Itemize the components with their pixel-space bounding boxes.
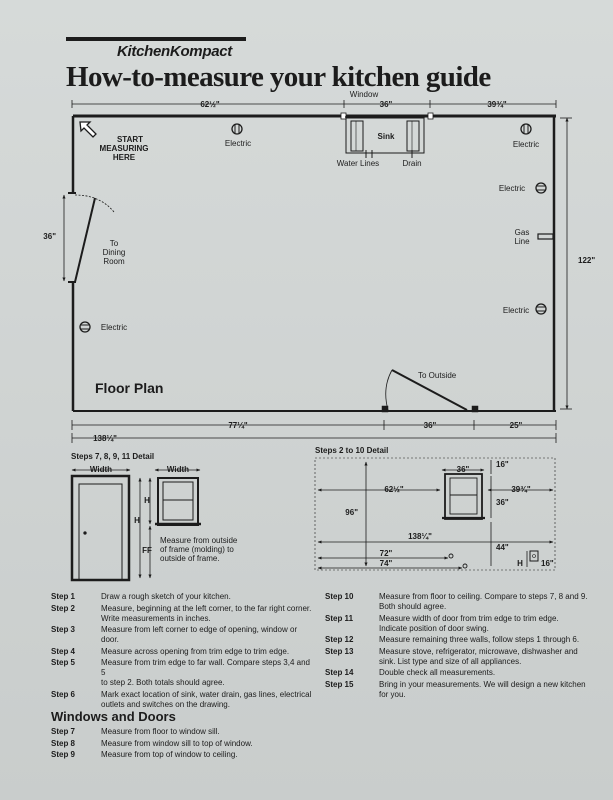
dim-right-side: 122" [578,256,595,265]
start-label-2: MEASURING [100,144,149,153]
door-bottom-swing [391,369,468,411]
start-arrow-icon [79,121,97,138]
dim-16-bottom: 16" [541,559,554,568]
electric-label: Electric [513,140,539,149]
dim-bottom-door: 36" [424,421,437,430]
floor-plan-label: Floor Plan [95,380,163,396]
dim-36: 36" [457,465,470,474]
dim-left-top: 62½" [200,100,220,109]
water-lines-label: Water Lines [337,159,379,168]
to-dining-3: Room [103,257,125,266]
to-dining-1: To [110,239,119,248]
gas-line-label-2: Line [514,237,530,246]
window-detail [155,477,201,526]
water-lines-icon [365,150,373,158]
electric-label: Electric [101,323,127,332]
dim-62: 62½" [384,485,404,494]
to-outside-label: To Outside [418,371,457,380]
dim-96: 96" [345,508,358,517]
dim-bottom-right: 25" [510,421,523,430]
gas-line-icon [537,233,554,240]
electric-label: Electric [503,306,529,315]
electric-outlet-icon [231,123,243,135]
detail-frame [314,457,556,571]
detail-right-title: Steps 2 to 10 Detail [315,446,388,455]
h-label-right: H [517,559,523,568]
dim-39: 39¾" [511,485,531,494]
floor-plan [62,100,572,443]
width-label-2: Width [167,465,189,474]
dim-door-left: 36" [43,232,56,241]
electric-label: Electric [225,139,251,148]
h-label: H [134,516,140,525]
sink-symbol [345,116,425,154]
page-title: How-to-measure your kitchen guide [66,61,491,93]
dim-72: 72" [380,549,393,558]
detail-left-diagram [70,468,201,582]
dim-bottom-left: 77¼" [228,421,248,430]
door-frame [70,474,131,582]
electric-outlet-icon [520,123,532,135]
sink-label: Sink [378,132,395,141]
dim-right-top: 39¾" [487,100,507,109]
detail-right-diagram [314,457,556,571]
detail-note-3: outside of frame. [160,554,220,563]
ff-label: FF [142,546,152,555]
window-detail-small [442,473,485,520]
outlet-marker [462,563,468,569]
electric-outlet-icon [79,321,91,333]
drain-label: Drain [402,159,421,168]
gas-line-label-1: Gas [515,228,530,237]
switch-box [529,550,539,562]
dim-44: 44" [496,543,509,552]
dim-74: 74" [380,559,393,568]
to-dining-2: Dining [103,248,126,257]
door-left-swing [74,197,96,283]
dim-16-top: 16" [496,460,509,469]
h-label: H [144,496,150,505]
dim-total-bottom: 138¼" [93,434,117,443]
electric-label: Electric [499,184,525,193]
window-label: Window [350,90,379,99]
detail-note-1: Measure from outside [160,536,238,545]
start-label-3: HERE [113,153,136,162]
detail-note-2: of frame (molding) to [160,545,234,554]
header-rule [66,37,246,41]
start-label-1: START [117,135,143,144]
detail-left-title: Steps 7, 8, 9, 11 Detail [71,452,154,461]
door-panel [78,483,123,581]
dim-window: 36" [380,100,393,109]
brand-logo: KitchenKompact [117,43,232,60]
dim-138: 138¼" [408,532,432,541]
windows-doors-heading: Windows and Doors [51,709,176,724]
electric-outlet-icon [535,303,547,315]
dim-36-side: 36" [496,498,509,507]
electric-outlet-icon [535,182,547,194]
outlet-marker [448,553,454,559]
width-label-1: Width [90,465,112,474]
door-knob [83,531,87,535]
